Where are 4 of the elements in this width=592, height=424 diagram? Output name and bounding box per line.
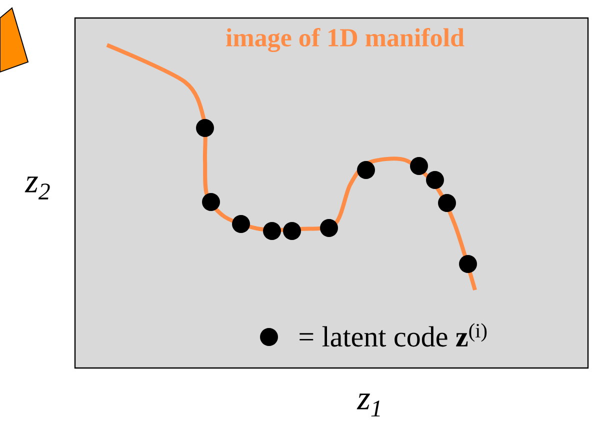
axis-label: z$_{2}$: [24, 176, 50, 200]
axis-label: z$_{1}$: [356, 394, 380, 416]
legend-text: = latent code z$^{(i)}$: [300, 323, 487, 347]
curve-label: image of 1D manifold: [226, 28, 464, 52]
